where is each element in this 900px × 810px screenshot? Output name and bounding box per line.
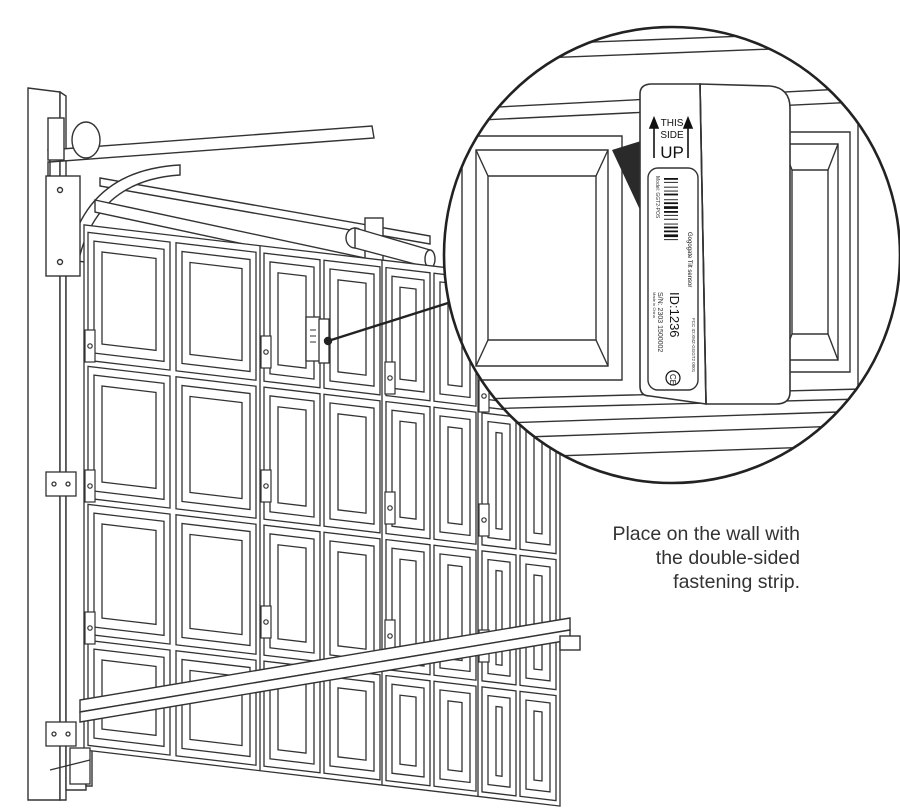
barcode-bar — [664, 193, 678, 196]
door-panel-raised — [101, 385, 157, 490]
ce-mark: CE — [668, 374, 677, 385]
barcode-bar — [664, 239, 678, 241]
hinge-pin — [87, 343, 93, 349]
door-panel-raised — [277, 272, 307, 369]
door-panel-raised — [533, 436, 543, 535]
door-panel-raised — [399, 286, 417, 382]
hinge-pin — [387, 375, 393, 381]
caption-line: the double-sided — [655, 547, 800, 569]
door-panel-raised — [533, 710, 543, 782]
barcode-bar — [664, 214, 678, 216]
barcode-bar — [664, 234, 678, 238]
door-panel-raised — [277, 544, 307, 643]
side-label: SIDE — [660, 130, 684, 141]
barcode-bar — [664, 226, 678, 229]
hinge-pin — [481, 517, 487, 523]
door-panel-raised — [399, 694, 417, 767]
frame-brackets — [45, 471, 91, 785]
barcode-bar — [664, 206, 678, 209]
door-panel-raised — [399, 420, 417, 520]
spring-assembly — [45, 117, 436, 277]
hinge-pin — [387, 505, 393, 511]
door-panel-raised — [495, 705, 503, 777]
door-panel-raised — [101, 523, 157, 626]
sensor-model: Model: GGT2-POS — [654, 176, 660, 219]
caption-line: Place on the wall with — [612, 523, 800, 545]
door-panel-raised — [277, 406, 307, 507]
sensor-made-in: Made in China — [652, 292, 657, 319]
sensor-product-name: Gogogate Tilt sensor — [686, 232, 692, 287]
instruction-caption: Place on the wall with the double-sided … — [540, 522, 800, 594]
barcode-bar — [664, 230, 678, 233]
arrow-up-icon — [648, 115, 694, 158]
sensor-sticker — [647, 167, 699, 391]
door-panel-raised — [189, 395, 243, 500]
door-panel-raised — [447, 426, 463, 526]
barcode-bar — [664, 218, 678, 220]
door-panel-raised — [337, 551, 367, 650]
ce-mark-icon — [665, 370, 681, 386]
door-panel-raised — [189, 533, 243, 636]
barcode-bar — [664, 223, 678, 225]
barcode-icon — [664, 178, 678, 241]
hinge-pin — [387, 633, 393, 639]
door-panel-raised — [447, 700, 463, 773]
this-side-label: THIS — [661, 118, 684, 129]
door-panel-raised — [337, 687, 367, 761]
sensor-device: THIS SIDE UP Model: GGT2-POS Gogogate Ti… — [639, 83, 791, 405]
barcode-bar — [664, 190, 678, 192]
barcode-bar — [664, 202, 678, 205]
door-panel-raised — [189, 261, 243, 362]
bottom-strut — [79, 617, 581, 723]
caption-line: fastening strip. — [673, 571, 800, 593]
sensor-fcc: FCC ID:XMZ-GGGT2 0001 — [691, 318, 696, 373]
sensor-shadow — [612, 140, 644, 210]
door-panel-raised — [399, 558, 417, 656]
sensor-id: ID:1236 — [667, 292, 682, 338]
barcode-bar — [664, 181, 678, 183]
barcode-bar — [664, 211, 678, 213]
door-panel-raised — [277, 680, 307, 754]
door-panel-raised — [495, 431, 503, 530]
hinge-pin — [87, 483, 93, 489]
barcode-bar — [664, 199, 678, 201]
sensor-serial: S/N: 2303 1500002 — [656, 292, 663, 352]
zoom-detail: THIS SIDE UP Model: GGT2-POS Gogogate Ti… — [442, 25, 900, 485]
hinge-pin — [263, 483, 269, 489]
barcode-bar — [664, 178, 678, 180]
zoom-pointer — [323, 301, 449, 346]
door-panel-raised — [101, 251, 157, 352]
door-panel-raised — [337, 413, 367, 514]
hinge-pin — [263, 349, 269, 355]
hinge-pin — [263, 619, 269, 625]
hinge-pin — [481, 393, 487, 399]
up-label: UP — [660, 143, 684, 162]
hinge-pin — [87, 625, 93, 631]
barcode-bar — [664, 186, 678, 188]
door-panel-raised — [337, 279, 367, 376]
